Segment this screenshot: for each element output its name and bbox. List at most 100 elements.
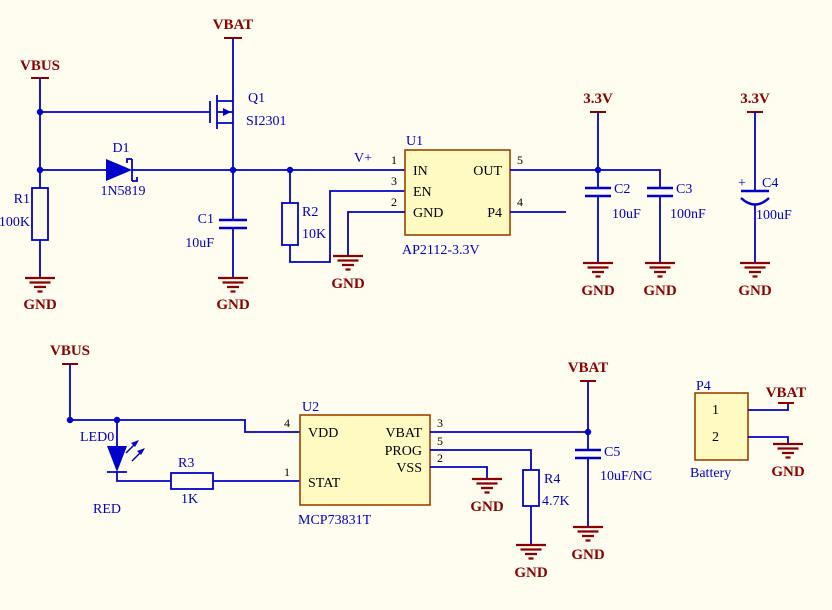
u1-body	[404, 149, 511, 236]
d1-triangle	[106, 159, 132, 181]
gnd-symbol	[23, 276, 57, 293]
led-led0: LED0 RED	[80, 430, 145, 517]
led-arrowhead	[131, 440, 139, 447]
power-flag-vbus-bottom: VBUS	[50, 343, 90, 365]
net-label-vbat: VBAT	[766, 385, 807, 401]
r4-value: 4.7K	[542, 494, 570, 509]
c2-plates	[585, 186, 611, 198]
junction-dots	[36, 108, 602, 436]
junction-dot	[286, 166, 294, 174]
u2-pin-name-vdd: VDD	[308, 426, 338, 441]
u2-pin-name-prog: PROG	[385, 444, 422, 459]
r2-value: 10K	[302, 227, 326, 242]
r2-body	[281, 202, 299, 246]
u2-pin-number-4: 4	[284, 416, 290, 430]
resistor-r4: R4 4.7K	[522, 469, 570, 509]
power-flag-vbus-top: VBUS	[20, 58, 60, 79]
u1-pin-name-in: IN	[413, 164, 428, 179]
gnd-symbol	[643, 261, 677, 278]
u1-pin-name-en: EN	[413, 185, 432, 200]
net-label-gnd: GND	[643, 283, 677, 299]
r1-ref: R1	[14, 192, 30, 207]
power-flag-vbat-mid: VBAT	[568, 360, 609, 382]
junction-dot	[229, 166, 237, 174]
c1-plates	[219, 218, 247, 230]
led0-value: RED	[93, 502, 121, 517]
r1-body	[31, 187, 49, 241]
mosfet-q1: Q1 SI2301	[209, 91, 286, 129]
c4-plus-mark: +	[738, 176, 746, 191]
ic-u2: U2 VDD STAT VBAT PROG VSS 4 1 3 5 2 MCP7…	[284, 400, 443, 528]
u2-pin-name-stat: STAT	[308, 476, 341, 491]
gnd-symbol	[571, 525, 605, 542]
net-label-gnd: GND	[771, 464, 805, 480]
u1-pin-name-gnd: GND	[413, 206, 443, 221]
c5-ref: C5	[604, 445, 620, 460]
u1-pin-number-2: 2	[391, 195, 397, 209]
r2-ref: R2	[302, 205, 318, 220]
net-label-vbat: VBAT	[568, 360, 609, 376]
gnd-symbol	[514, 543, 548, 560]
net-label-33v: 3.3V	[740, 91, 770, 107]
gnd-symbol	[470, 477, 504, 494]
u1-pin-number-1: 1	[391, 153, 397, 167]
u2-pin-number-1: 1	[284, 465, 290, 479]
wire-vbat-charge	[430, 381, 589, 527]
power-flag-33v-left: 3.3V	[583, 91, 613, 113]
junction-dot	[584, 428, 592, 436]
u2-pin-number-3: 3	[437, 416, 443, 430]
u2-pin-number-5: 5	[437, 434, 443, 448]
led0-ref: LED0	[80, 430, 114, 445]
c4-value: 100uF	[756, 208, 792, 223]
u2-pin-name-vss: VSS	[396, 461, 422, 476]
c3-plates	[647, 186, 673, 198]
p4-pin-number-2: 2	[712, 430, 719, 445]
u1-part: AP2112-3.3V	[402, 243, 480, 258]
junction-dot	[113, 416, 121, 424]
u1-ref: U1	[406, 134, 423, 149]
capacitor-c5: C5 10uF/NC	[575, 445, 652, 484]
wire-vplus-node	[132, 169, 405, 278]
d1-ref: D1	[112, 141, 129, 156]
resistor-r2: R2 10K	[281, 202, 326, 246]
r1-value: 100K	[0, 215, 30, 230]
junction-dot	[594, 166, 602, 174]
c4-ref: C4	[762, 176, 778, 191]
p4-body	[694, 392, 749, 461]
wire-prog	[430, 449, 532, 545]
u1-pin-name-p4: P4	[487, 206, 502, 221]
u2-ref: U2	[302, 400, 319, 415]
u2-pin-number-2: 2	[437, 451, 443, 465]
c5-plates	[575, 448, 601, 460]
capacitor-c3: C3 100nF	[647, 182, 706, 222]
r4-ref: R4	[544, 472, 560, 487]
net-label-gnd: GND	[23, 297, 57, 313]
wire-vbus-bottom	[69, 364, 300, 446]
led-arrowhead	[137, 448, 145, 455]
diode-d1: D1 1N5819	[100, 141, 145, 199]
net-label-gnd: GND	[331, 276, 365, 292]
c4-curved-plate	[740, 197, 770, 206]
resistor-r1: R1 100K	[0, 187, 49, 241]
ic-u1: U1 IN EN GND OUT P4 1 3 2 5 4 AP2112-3.3…	[391, 134, 523, 258]
capacitor-c4: + C4 100uF	[738, 176, 792, 223]
c3-value: 100nF	[670, 207, 706, 222]
net-label-gnd: GND	[738, 283, 772, 299]
wire-stat	[116, 472, 300, 482]
u1-pin-number-3: 3	[391, 174, 397, 188]
q1-ref: Q1	[248, 91, 265, 106]
wire-u1-gnd	[347, 211, 405, 256]
net-label-vbat: VBAT	[213, 17, 254, 33]
c2-ref: C2	[614, 182, 630, 197]
c1-value: 10uF	[185, 236, 214, 251]
junction-dot	[36, 166, 44, 174]
net-label-vbus: VBUS	[50, 343, 90, 359]
d1-value: 1N5819	[100, 184, 145, 199]
resistor-r3: R3 1K	[170, 456, 214, 507]
net-label-gnd: GND	[581, 283, 615, 299]
net-label-gnd: GND	[470, 499, 504, 515]
u1-pin-name-out: OUT	[473, 164, 502, 179]
p4-name: Battery	[690, 466, 731, 481]
gnd-symbol	[331, 254, 365, 271]
